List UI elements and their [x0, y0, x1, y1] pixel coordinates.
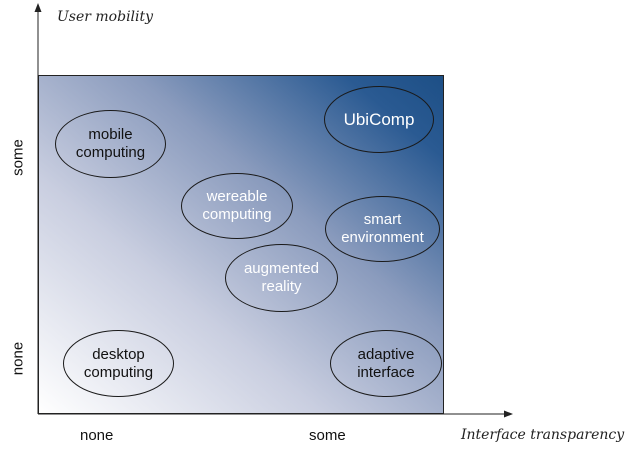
y-axis-title: User mobility — [57, 9, 154, 25]
y-tick-some: some — [9, 139, 27, 176]
bubble-wereable-computing-label: wereable computing — [202, 188, 272, 223]
x-axis-arrow — [504, 410, 513, 418]
bubble-mobile-computing: mobile computing — [55, 110, 166, 178]
bubble-ubicomp: UbiComp — [324, 86, 434, 153]
bubble-smart-environment: smart environment — [325, 196, 440, 262]
bubble-adaptive-interface-label: adaptive interface — [357, 345, 415, 381]
x-tick-some: some — [309, 427, 346, 444]
bubble-desktop-computing-label: desktop computing — [83, 345, 154, 381]
bubble-wereable-computing: wereable computing — [181, 173, 293, 239]
bubble-augmented-reality-label: augmented reality — [243, 260, 320, 295]
y-axis-arrow — [34, 3, 42, 12]
bubble-adaptive-interface: adaptive interface — [330, 330, 442, 397]
bubble-smart-environment-label: smart environment — [341, 211, 424, 246]
x-axis-title: Interface transparency — [461, 427, 625, 443]
bubble-mobile-computing-label: mobile computing — [75, 126, 146, 161]
y-tick-none: none — [9, 341, 27, 376]
bubble-augmented-reality: augmented reality — [225, 244, 338, 312]
x-tick-none: none — [80, 427, 114, 444]
bubble-ubicomp-label: UbiComp — [343, 109, 415, 129]
bubble-desktop-computing: desktop computing — [63, 330, 174, 397]
